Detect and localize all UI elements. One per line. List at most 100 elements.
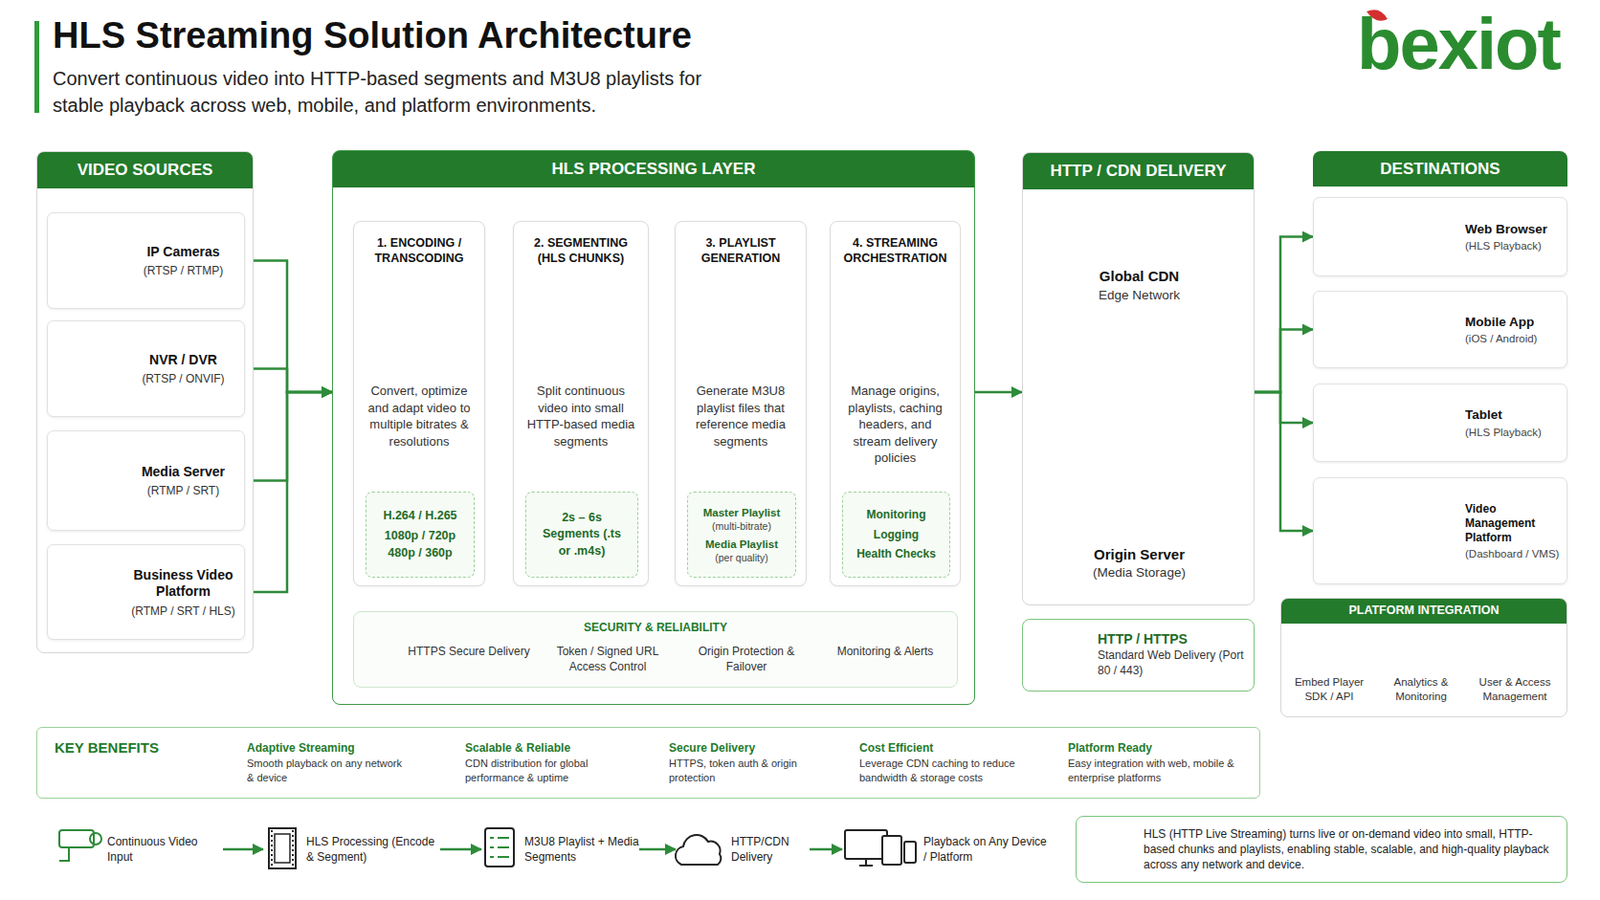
connector-arrow <box>809 848 843 852</box>
connector-arrow <box>1254 237 1313 394</box>
node-text: Media Server <box>130 464 237 482</box>
connector-arrow <box>222 848 264 852</box>
node-text: Business Video Platform <box>130 567 237 601</box>
node-text: Tablet <box>1465 407 1563 424</box>
process-step: 2. SEGMENTING (HLS CHUNKS) Split continuo… <box>512 221 649 587</box>
node-text: HLS PROCESSING LAYER <box>333 151 975 188</box>
node-text: User & Access Management <box>1468 675 1561 705</box>
node-text: Web Browser <box>1465 222 1563 239</box>
spec-box: 2s – 6s Segments (.ts or .m4s) <box>525 491 639 578</box>
node-text: Split continuous video into small HTTP-b… <box>521 382 641 450</box>
cdn-block: Global CDNEdge Network <box>1032 199 1246 467</box>
node-text: (RTSP / RTMP) <box>130 264 237 278</box>
node-text: 2s – 6s Segments (.ts or .m4s) <box>535 510 628 561</box>
node-text: M3U8 Playlist + Media Segments <box>524 834 640 866</box>
process-step: 4. STREAMING ORCHESTRATION Manage origins… <box>829 221 961 587</box>
node-text: CDN distribution for global performance … <box>465 756 612 786</box>
benefit-item: Scalable & ReliableCDN distribution for … <box>415 733 612 794</box>
node-text: Origin Server <box>1032 546 1246 563</box>
spec-box: MonitoringLoggingHealth Checks <box>842 491 951 578</box>
node-text: (iOS / Android) <box>1465 333 1563 345</box>
protocol-box: HTTP / HTTPSStandard Web Delivery (Port … <box>1022 619 1255 692</box>
connector-arrow <box>440 848 482 852</box>
node-text: Health Checks <box>852 546 940 563</box>
connector-arrow <box>1254 392 1313 532</box>
node-text: Token / Signed URL Access Control <box>544 644 671 675</box>
node-text: 1080p / 720p 480p / 360p <box>376 528 465 562</box>
connector-arrow <box>244 392 333 482</box>
node-text: 1. ENCODING / TRANSCODING <box>361 235 477 267</box>
node-text: IP Cameras <box>130 244 237 262</box>
node-text: HTTP / HTTPS <box>1097 631 1246 647</box>
connector-arrow <box>244 369 333 394</box>
node-text: (Media Storage) <box>1032 565 1246 580</box>
node-text: (HLS Playback) <box>1465 240 1563 252</box>
summary-box: HLS (HTTP Live Streaming) turns live or … <box>1075 816 1568 884</box>
brand-logo: bexiot <box>1356 7 1560 81</box>
node-text: DESTINATIONS <box>1312 151 1568 187</box>
node-text: HTTPS, token auth & origin protection <box>668 756 806 786</box>
source-card: Business Video Platform (RTMP / SRT / HLS… <box>46 544 245 641</box>
security-box: SECURITY & RELIABILITYHTTPS Secure Deliv… <box>353 611 958 689</box>
node-text: Continuous Video Input <box>107 834 223 866</box>
node-text: PLATFORM INTEGRATION <box>1281 603 1567 618</box>
node-text: Convert, optimize and adapt video to mul… <box>361 382 477 450</box>
node-text: (RTMP / SRT) <box>130 484 237 498</box>
node-text: Video Management Platform <box>1465 502 1563 546</box>
integration-panel: PLATFORM INTEGRATION Embed Player SDK / A… <box>1280 598 1568 718</box>
node-text: Mobile App <box>1465 314 1563 332</box>
node-text: Monitoring <box>852 507 940 524</box>
node-text: (RTSP / ONVIF) <box>130 372 237 386</box>
flow-step: Playback on Any Device / Platform <box>842 824 1053 875</box>
origin-block: Origin Server (Media Storage) <box>1032 473 1246 599</box>
node-text: HLS (HTTP Live Streaming) turns live or … <box>1143 826 1556 874</box>
node-text: Scalable & Reliable <box>465 741 612 756</box>
node-text: Easy integration with web, mobile & ente… <box>1067 756 1248 786</box>
destinations-panel: DESTINATIONS Web Browser(HLS Playback) Mob… <box>1312 151 1568 587</box>
node-text: HTTP/CDN Delivery <box>731 834 810 866</box>
benefit-item: Secure DeliveryHTTPS, token auth & origi… <box>619 733 806 794</box>
connector-arrow <box>1254 392 1313 423</box>
connector-arrow <box>244 261 333 394</box>
node-text: Embed Player SDK / API <box>1283 675 1376 705</box>
node-text: Manage origins, playlists, caching heade… <box>838 382 953 467</box>
node-text: 4. STREAMING ORCHESTRATION <box>838 235 953 267</box>
node-text: Playback on Any Device / Platform <box>923 834 1053 866</box>
node-text: (multi-bitrate) <box>697 520 786 533</box>
process-step: 3. PLAYLIST GENERATION Generate M3U8 play… <box>674 221 807 587</box>
connector-arrow <box>1254 330 1313 394</box>
destination-card: Tablet(HLS Playback) <box>1312 383 1568 463</box>
spec-box: H.264 / H.265 1080p / 720p 480p / 360p <box>365 491 475 578</box>
node-text: (per quality) <box>697 552 786 564</box>
node-text: Master Playlist <box>697 506 786 521</box>
node-text: Platform Ready <box>1067 741 1248 756</box>
flow-step: M3U8 Playlist + Media Segments <box>481 824 640 875</box>
node-text: (RTMP / SRT / HLS) <box>130 604 237 619</box>
node-text: Monitoring & Alerts <box>832 644 938 660</box>
node-text: 3. PLAYLIST GENERATION <box>683 235 799 267</box>
node-text: H.264 / H.265 <box>376 508 465 526</box>
source-card: IP Cameras (RTSP / RTMP) <box>46 212 245 310</box>
node-text: KEY BENEFITS <box>54 739 159 756</box>
connector-arrow <box>244 392 333 593</box>
processing-panel: HLS PROCESSING LAYER 1. ENCODING / TRANSC… <box>332 150 976 706</box>
node-text: 2. SEGMENTING (HLS CHUNKS) <box>521 235 641 267</box>
flow-step: HLS Processing (Encode & Segment) <box>263 824 441 875</box>
connector-arrow <box>975 391 1023 395</box>
node-text: HTTPS Secure Delivery <box>405 644 533 660</box>
node-text: Origin Protection & Failover <box>683 644 810 675</box>
node-text: (Dashboard / VMS) <box>1465 548 1563 560</box>
node-text: Generate M3U8 playlist files that refere… <box>683 382 799 450</box>
benefits-panel: KEY BENEFITSAdaptive StreamingSmooth pla… <box>36 727 1261 800</box>
destination-card: Video Management Platform (Dashboard / VM… <box>1312 477 1568 585</box>
node-text: Cost Efficient <box>859 741 1016 756</box>
node-text: Logging <box>852 527 940 544</box>
node-text: Leverage CDN caching to reduce bandwidth… <box>859 756 1016 786</box>
delivery-panel: HTTP / CDN DELIVERY Global CDNEdge Networ… <box>1022 152 1255 606</box>
node-text: Adaptive Streaming <box>246 741 403 756</box>
node-text: HTTP / CDN DELIVERY <box>1022 153 1254 190</box>
node-text: HLS Processing (Encode & Segment) <box>306 834 441 866</box>
node-text: VIDEO SOURCES <box>37 152 253 189</box>
destination-card: Mobile App(iOS / Android) <box>1312 290 1568 369</box>
